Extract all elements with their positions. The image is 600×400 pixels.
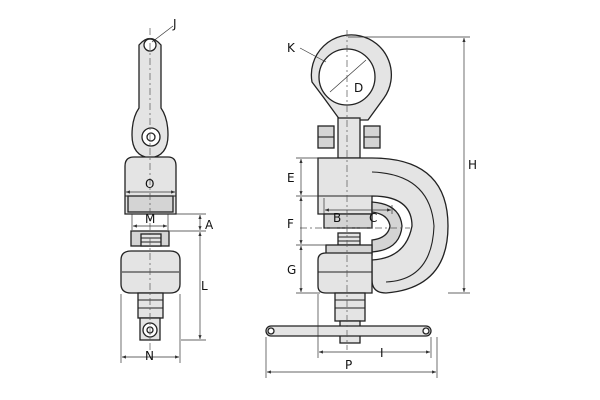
front-view-t-handle [265, 325, 432, 337]
label-I: I [380, 346, 384, 360]
front-view-upper-pad [323, 213, 373, 229]
front-view-eye-bolt [310, 34, 392, 159]
label-H: H [468, 158, 477, 172]
front-view [265, 30, 449, 350]
side-view-screw-shaft [137, 292, 164, 341]
label-F: F [287, 217, 294, 231]
front-view-c-frame [317, 157, 449, 294]
side-view-lower-body [120, 250, 181, 294]
side-view [120, 28, 181, 350]
label-L: L [201, 279, 208, 293]
side-view-labels: J O M A L N [145, 17, 214, 363]
front-view-labels: K D H E F G B C I P [287, 41, 477, 372]
label-B: B [333, 211, 341, 225]
label-P: P [345, 358, 352, 372]
front-view-lower-body [317, 252, 373, 294]
front-view-lower-pad [325, 232, 373, 256]
front-view-dimensions [265, 36, 470, 378]
label-O: O [145, 177, 154, 191]
label-N: N [145, 349, 154, 363]
label-D: D [354, 81, 363, 95]
label-M: M [145, 212, 155, 226]
side-view-dimensions [120, 25, 206, 363]
label-A: A [205, 218, 214, 232]
label-J: J [172, 17, 177, 31]
label-E: E [287, 171, 295, 185]
label-G: G [287, 263, 296, 277]
label-K: K [287, 41, 296, 55]
side-view-screw-pad [130, 230, 170, 247]
side-view-upper-body [124, 156, 177, 215]
label-C: C [369, 211, 377, 225]
